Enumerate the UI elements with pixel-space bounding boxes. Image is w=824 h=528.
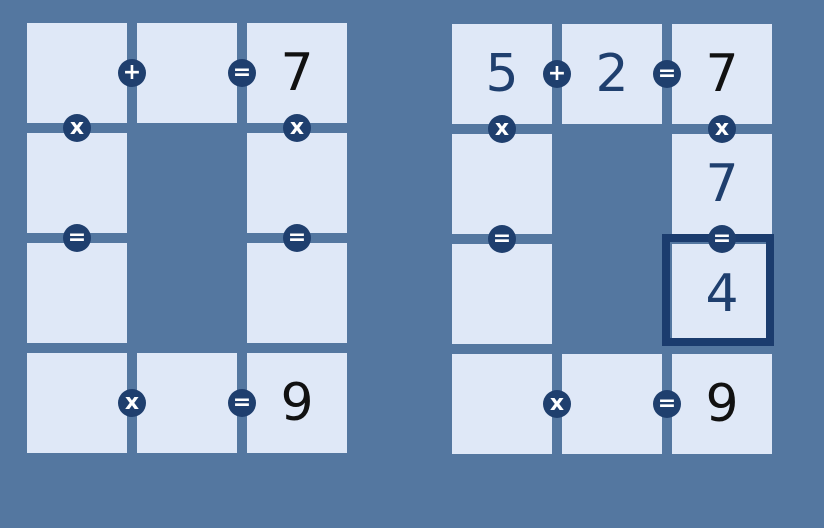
right-cell-r3c1[interactable]: [452, 244, 552, 344]
right-cell-r3c3[interactable]: 4: [672, 244, 772, 344]
left-op-equals-icon: =: [63, 224, 91, 252]
left-op-equals-icon: =: [228, 389, 256, 417]
left-cell-r2c1[interactable]: [27, 133, 127, 233]
left-cell-r1c3[interactable]: 7: [247, 23, 347, 123]
right-op-times-icon: x: [488, 115, 516, 143]
right-cell-r4c1[interactable]: [452, 354, 552, 454]
right-cell-r4c2[interactable]: [562, 354, 662, 454]
left-cell-r3c1[interactable]: [27, 243, 127, 343]
left-op-equals-icon: =: [228, 59, 256, 87]
right-op-equals-icon: =: [653, 60, 681, 88]
left-op-equals-icon: =: [283, 224, 311, 252]
right-cell-r4c3[interactable]: 9: [672, 354, 772, 454]
right-cell-r1c2[interactable]: 2: [562, 24, 662, 124]
left-op-times-icon: x: [283, 114, 311, 142]
right-cell-r1c1[interactable]: 5: [452, 24, 552, 124]
right-op-equals-icon: =: [653, 390, 681, 418]
right-op-times-icon: x: [543, 390, 571, 418]
left-cell-r2c3[interactable]: [247, 133, 347, 233]
right-op-equals-icon: =: [708, 225, 736, 253]
right-cell-r2c3[interactable]: 7: [672, 134, 772, 234]
left-cell-r1c2[interactable]: [137, 23, 237, 123]
left-cell-r4c3[interactable]: 9: [247, 353, 347, 453]
left-op-times-icon: x: [118, 389, 146, 417]
right-cell-r2c1[interactable]: [452, 134, 552, 234]
left-cell-r4c1[interactable]: [27, 353, 127, 453]
right-op-plus-icon: +: [543, 60, 571, 88]
left-op-times-icon: x: [63, 114, 91, 142]
right-op-equals-icon: =: [488, 225, 516, 253]
left-cell-r1c1[interactable]: [27, 23, 127, 123]
left-cell-r4c2[interactable]: [137, 353, 237, 453]
left-op-plus-icon: +: [118, 59, 146, 87]
right-cell-r1c3[interactable]: 7: [672, 24, 772, 124]
right-op-times-icon: x: [708, 115, 736, 143]
left-cell-r3c3[interactable]: [247, 243, 347, 343]
